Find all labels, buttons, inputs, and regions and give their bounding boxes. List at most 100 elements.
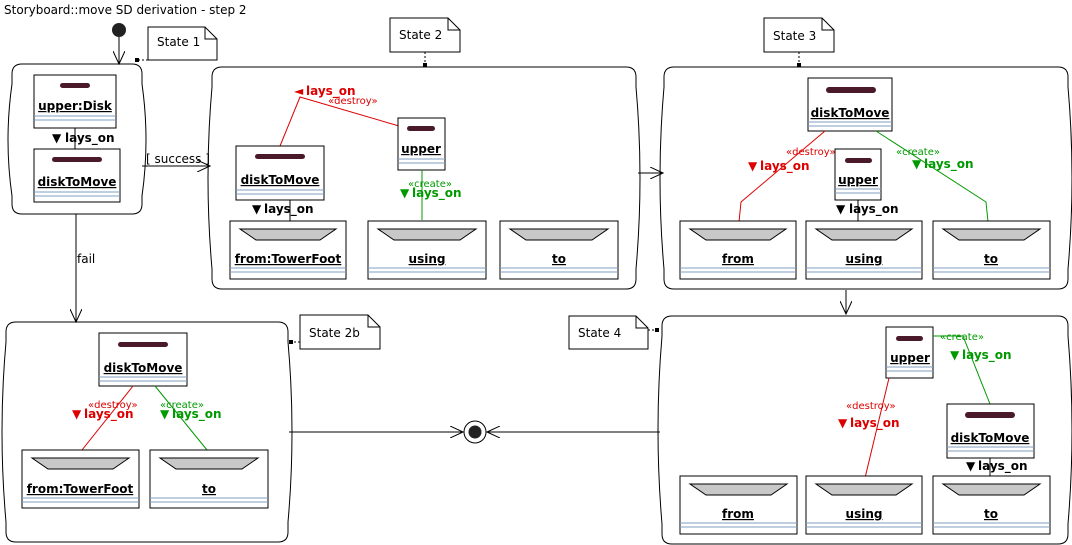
object-name: from: [722, 252, 754, 266]
object-disk-to-move[interactable]: diskToMove: [98, 332, 188, 387]
tower-foot-shape: [688, 483, 789, 496]
object-using[interactable]: using: [367, 220, 487, 280]
object-to[interactable]: to: [149, 449, 269, 509]
object-upper-disk[interactable]: upper:Disk: [33, 74, 117, 129]
link-arrow-icon: ▼: [966, 459, 976, 473]
link-line-destroy: [738, 130, 826, 223]
object-upper[interactable]: upper: [885, 326, 934, 379]
object-using[interactable]: using: [805, 475, 923, 535]
object-from[interactable]: from: [679, 475, 798, 535]
object-name: upper: [838, 173, 878, 187]
diagram-title: Storyboard::move SD derivation - step 2: [4, 3, 247, 17]
link-arrow-icon: ▼: [950, 348, 960, 362]
object-name: upper: [401, 142, 441, 156]
link-arrow-icon: ▼: [838, 416, 848, 430]
object-bar: [896, 336, 923, 341]
object-disk-to-move[interactable]: diskToMove: [807, 77, 893, 132]
link-arrow-icon: ▼: [912, 157, 922, 171]
object-to[interactable]: to: [932, 220, 1051, 280]
note-text: State 2: [399, 28, 442, 42]
link-line-create: [154, 385, 208, 451]
object-upper[interactable]: upper: [834, 148, 882, 201]
tower-foot-shape: [941, 228, 1042, 241]
object-name: diskToMove: [811, 106, 890, 120]
final-node-icon: [463, 420, 487, 444]
object-to[interactable]: to: [499, 220, 619, 280]
state-2b[interactable]: diskToMove «destroy» ▼ lays_on «create» …: [1, 321, 293, 543]
state-2-frame: [207, 66, 641, 290]
object-upper[interactable]: upper: [397, 117, 446, 171]
object-bar: [845, 158, 872, 163]
state-3-frame: [659, 66, 1072, 290]
object-name: diskToMove: [241, 173, 320, 187]
object-bar: [965, 412, 1015, 418]
object-disk-to-move[interactable]: diskToMove: [33, 148, 121, 203]
stereotype-create: «create»: [940, 332, 984, 343]
state-3[interactable]: diskToMove «destroy» ▼ lays_on «create» …: [659, 66, 1072, 290]
link-line-create: [875, 130, 989, 223]
note-state-2b: State 2b: [289, 314, 381, 350]
link-label: lays_on: [264, 202, 314, 217]
object-disk-to-move[interactable]: diskToMove: [235, 145, 325, 201]
object-bar: [52, 157, 102, 162]
transition-success-label: [ success ]: [146, 152, 210, 166]
object-name: from: [722, 507, 754, 521]
note-state-2: State 2: [389, 17, 461, 67]
object-from-tower-foot[interactable]: from:TowerFoot: [229, 220, 347, 280]
object-to[interactable]: to: [932, 475, 1051, 535]
link-line-destroy: [81, 385, 134, 451]
object-bar: [407, 126, 435, 131]
tower-foot-shape: [158, 457, 260, 470]
stereotype-destroy: «destroy»: [846, 401, 896, 412]
object-name: using: [846, 507, 883, 521]
tower-foot-shape: [238, 228, 338, 241]
object-bar: [60, 83, 90, 88]
object-name: using: [409, 252, 446, 266]
link-label: lays_on: [962, 348, 1012, 363]
link-label: lays_on: [306, 84, 356, 99]
link-arrow-icon: ▼: [252, 202, 262, 216]
object-using[interactable]: using: [805, 220, 923, 280]
link-label: lays_on: [412, 186, 462, 201]
note-text: State 4: [578, 326, 621, 340]
link-arrow-icon: ▼: [72, 407, 82, 421]
stereotype-destroy: «destroy»: [786, 147, 836, 158]
object-from-tower-foot[interactable]: from:TowerFoot: [21, 449, 140, 509]
note-text: State 3: [773, 29, 816, 43]
tower-foot-shape: [814, 228, 914, 241]
tower-foot-shape: [508, 228, 610, 241]
transition-fail-label: fail: [77, 252, 95, 266]
stereotype-destroy: «destroy»: [88, 400, 138, 411]
link-label: lays_on: [924, 157, 974, 172]
state-1[interactable]: upper:Disk ▼ lays_on diskToMove: [7, 63, 147, 215]
tower-foot-shape: [30, 457, 131, 470]
object-name: upper:Disk: [38, 99, 113, 113]
link-label: lays_on: [760, 159, 810, 174]
state-4[interactable]: upper «create» ▼ lays_on «destroy» ▼ lay…: [657, 315, 1072, 545]
link-label: lays_on: [850, 416, 900, 431]
link-label: lays_on: [172, 407, 222, 422]
object-name: to: [984, 252, 998, 266]
tower-foot-shape: [941, 483, 1042, 496]
link-label: lays_on: [84, 407, 134, 422]
link-line-destroy: [864, 377, 890, 479]
object-from[interactable]: from: [679, 220, 797, 280]
object-disk-to-move[interactable]: diskToMove: [946, 403, 1035, 459]
note-state-4: State 4: [568, 315, 659, 350]
note-state-1: State 1: [135, 26, 218, 62]
stereotype-create: «create»: [896, 147, 940, 158]
object-name: from:TowerFoot: [235, 252, 342, 266]
object-name: to: [984, 507, 998, 521]
state-2[interactable]: ◄ lays_on «destroy» diskToMove upper ▼ l…: [207, 66, 641, 290]
initial-node-icon: [112, 23, 126, 37]
object-name: diskToMove: [951, 431, 1030, 445]
object-bar: [826, 87, 876, 93]
link-label: lays_on: [65, 131, 115, 146]
stereotype-create: «create»: [160, 400, 204, 411]
tower-foot-shape: [376, 228, 478, 241]
link-arrow-icon: ◄: [294, 84, 304, 98]
object-bar: [118, 342, 168, 347]
link-arrow-icon: ▼: [160, 407, 170, 421]
note-text: State 2b: [309, 326, 360, 340]
